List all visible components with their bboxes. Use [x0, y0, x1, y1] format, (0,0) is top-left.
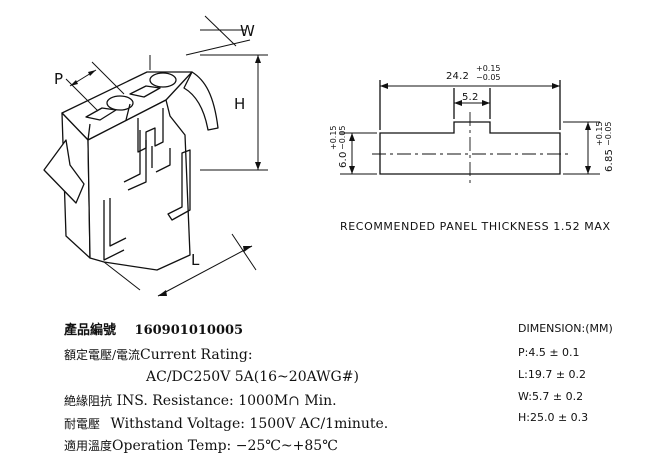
spec-withstand-row: 耐電壓 Withstand Voltage: 1500V AC/1minute.: [64, 415, 388, 432]
width-label: W: [240, 22, 255, 40]
overall-width-tol-minus: −0.05: [476, 73, 501, 82]
terminal-pin: [167, 149, 191, 221]
rating-label: 額定電壓/電流: [64, 348, 141, 362]
terminal-cavity-round: [149, 72, 177, 88]
temp-label: 適用溫度: [64, 439, 113, 453]
connector-isometric-view: [43, 71, 219, 271]
terminal-pin: [123, 130, 147, 191]
overall-width-tol-plus: +0.15: [476, 64, 501, 73]
right-height-value: 6.85: [604, 149, 615, 172]
spec-temp-row: 適用溫度Operation Temp: −25℃~+85℃: [64, 437, 338, 454]
right-height-tol-plus: +0.15: [595, 121, 604, 146]
length-label: L: [191, 251, 200, 269]
notch-width-value: 5.2: [462, 92, 479, 103]
terminal-pin: [103, 198, 127, 261]
latch-arm: [183, 71, 219, 131]
dimension-row-h: H:25.0 ± 0.3: [518, 411, 589, 424]
withstand-label: 耐電壓: [64, 417, 101, 431]
panel-thickness-note: RECOMMENDED PANEL THICKNESS 1.52 MAX: [340, 220, 611, 233]
spec-part-number-row: 產品編號 160901010005: [64, 319, 243, 338]
snap-wing: [43, 139, 85, 204]
withstand-value: Withstand Voltage: 1500V AC/1minute.: [110, 416, 389, 432]
cutout-outline: [379, 121, 561, 175]
left-height-tol-minus: −0.05: [338, 125, 347, 150]
left-height-value: 6.0: [338, 151, 349, 168]
part-number-label: 產品編號: [64, 323, 117, 338]
dimension-row-l: L:19.7 ± 0.2: [518, 368, 587, 381]
ins-value: INS. Resistance: 1000M∩ Min.: [116, 393, 337, 409]
spec-ins-row: 絶緣阻抗 INS. Resistance: 1000M∩ Min.: [64, 392, 337, 409]
panel-cutout-view: [340, 80, 600, 184]
height-label: H: [234, 95, 245, 113]
left-height-tol-plus: +0.15: [329, 125, 338, 150]
dimension-table-title: DIMENSION:(MM): [518, 322, 613, 335]
spec-rating-row: 額定電壓/電流Current Rating:: [64, 346, 253, 363]
connector-dimension-lines: [65, 15, 268, 297]
center-rib: [137, 108, 164, 153]
dimension-row-w: W:5.7 ± 0.2: [518, 390, 584, 403]
rating-heading: Current Rating:: [140, 347, 253, 363]
right-height-tol-minus: −0.05: [604, 121, 613, 146]
dimension-row-p: P:4.5 ± 0.1: [518, 346, 580, 359]
terminal-pin: [151, 146, 171, 173]
terminal-cavity-square: [129, 85, 161, 98]
part-number-value: 160901010005: [134, 323, 244, 338]
connector-arrowheads: [70, 55, 261, 296]
pitch-label: P: [54, 70, 63, 88]
spec-rating-value: AC/DC250V 5A(16~20AWG#): [146, 369, 359, 385]
ins-label: 絶緣阻抗: [64, 394, 113, 408]
overall-width-value: 24.2: [446, 71, 469, 82]
terminal-cavity-round: [106, 95, 134, 111]
temp-value: Operation Temp: −25℃~+85℃: [112, 438, 338, 454]
cutout-arrowheads: [349, 83, 591, 174]
